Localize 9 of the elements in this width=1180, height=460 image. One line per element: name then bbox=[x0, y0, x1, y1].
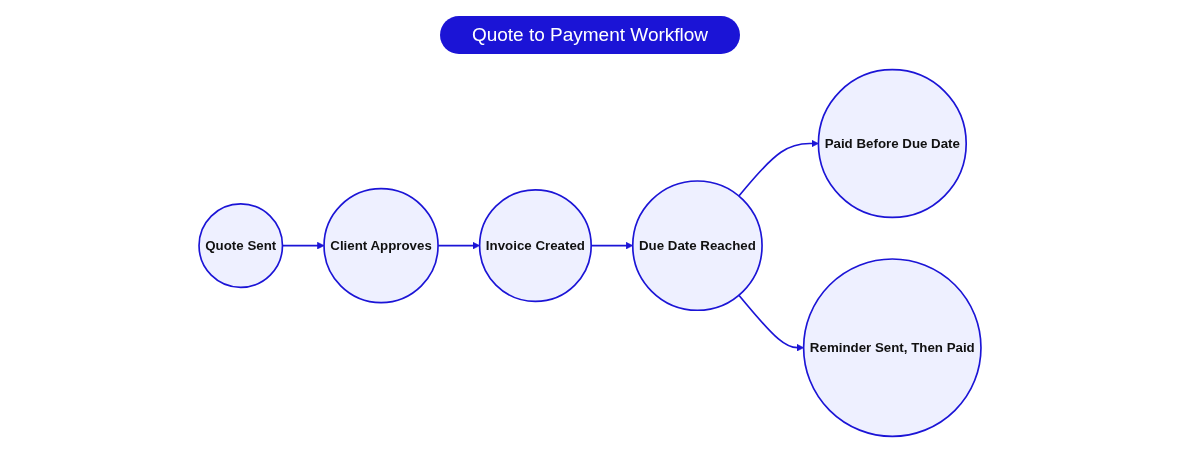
title-pill: Quote to Payment Workflow bbox=[439, 16, 741, 54]
arrow bbox=[738, 139, 819, 197]
node-circle: Quote Sent bbox=[198, 203, 284, 289]
node-circle: Invoice Created bbox=[478, 189, 592, 303]
node-circle: Paid Before Due Date bbox=[817, 68, 968, 219]
node-circle: Due Date Reached bbox=[631, 180, 763, 312]
node-circle: Reminder Sent, Then Paid bbox=[802, 258, 982, 438]
arrow bbox=[738, 294, 804, 352]
node-circle: Client Approves bbox=[323, 187, 439, 304]
